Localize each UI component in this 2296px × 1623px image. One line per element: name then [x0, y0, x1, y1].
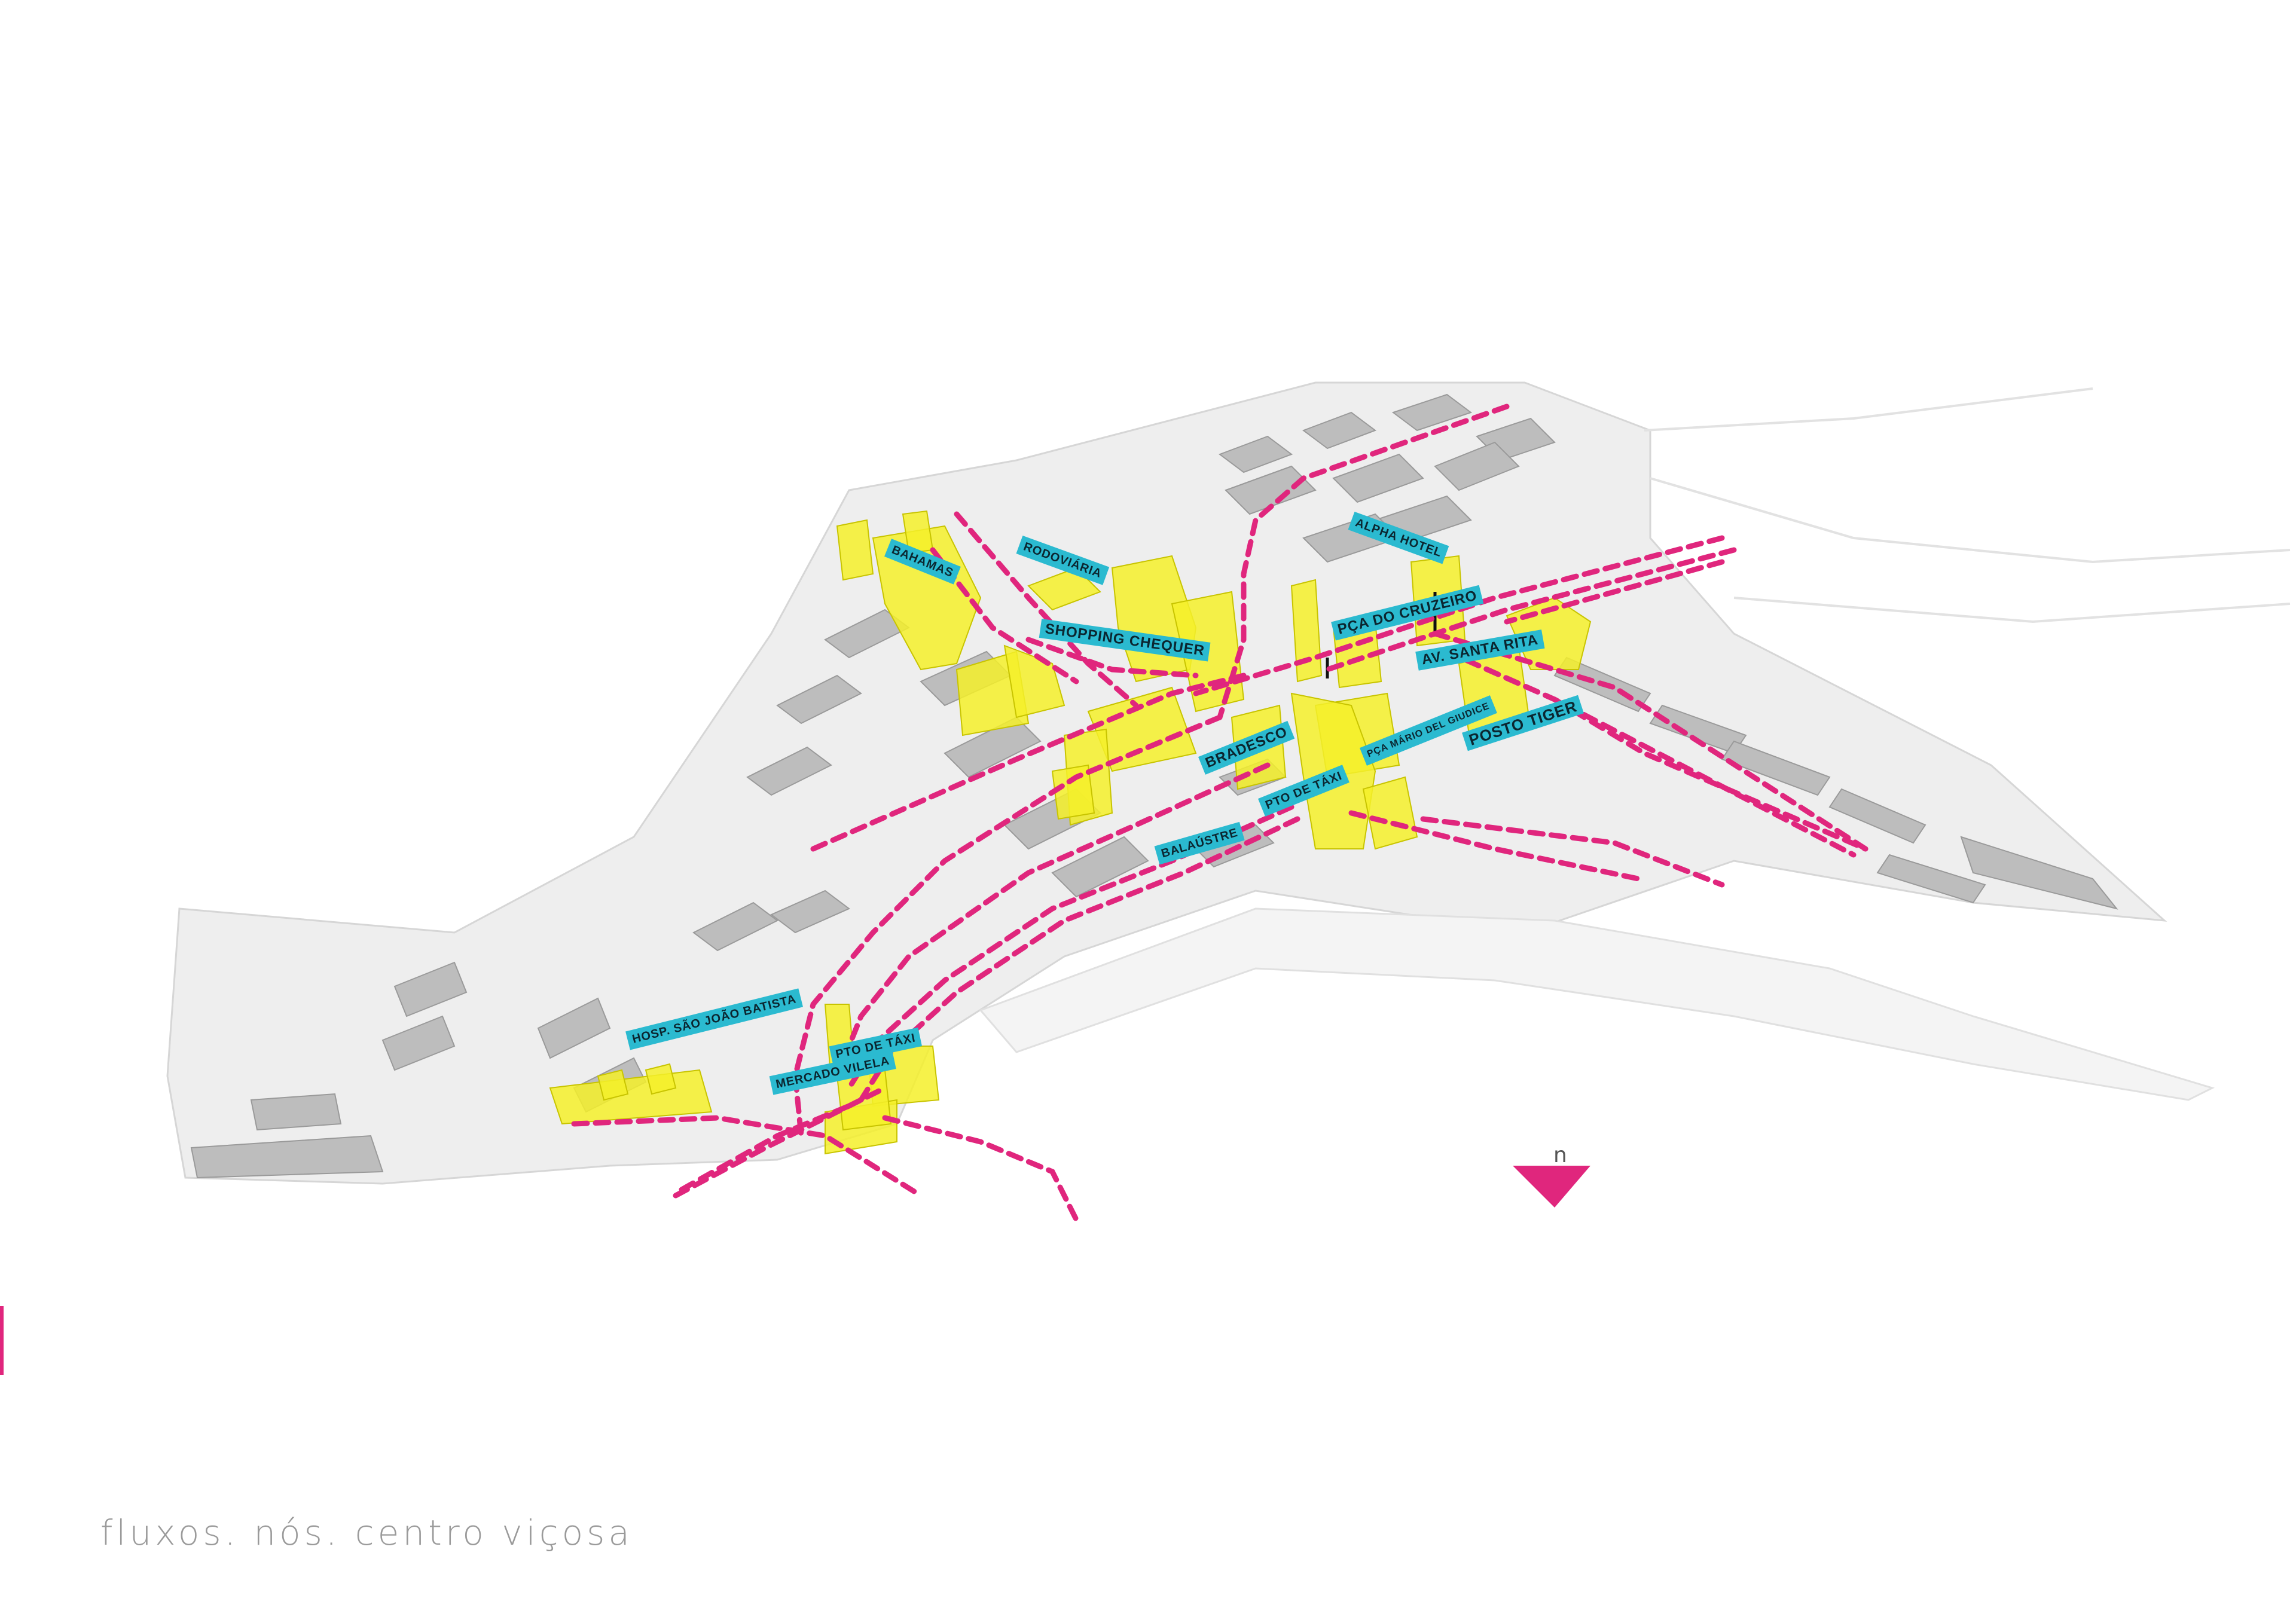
ground-layer — [166, 381, 2291, 1185]
flow-east-1 — [1193, 535, 1725, 696]
flow-shopping-in — [1025, 637, 1199, 678]
flow-cross-sw-2 — [679, 1103, 852, 1193]
southern-slope — [979, 907, 2215, 1101]
district-ground — [166, 381, 2167, 1185]
flow-east-3 — [1504, 559, 1725, 625]
flow-hospital — [571, 1115, 924, 1199]
flow-east-2 — [1324, 547, 1737, 673]
rodoviaria-block — [1027, 567, 1101, 611]
side-accent-bar — [0, 1306, 4, 1375]
flow-south-east-2 — [1420, 816, 1725, 888]
flow-south-east-1 — [1348, 810, 1641, 882]
central-blocks — [955, 644, 1197, 826]
map-caption: fluxos. nós. centro viçosa — [100, 1512, 633, 1553]
hospital-block — [549, 1063, 713, 1125]
north-arrow — [1513, 1166, 1590, 1208]
north-letter: n — [1553, 1143, 1567, 1167]
flow-west-diagonal — [810, 673, 1247, 852]
flow-north-main — [1217, 404, 1510, 720]
flow-main-spine-2 — [834, 762, 1271, 1079]
eastern-road — [1644, 387, 2291, 623]
flow-south — [882, 1115, 1079, 1222]
flow-posto-tiger — [1552, 696, 1868, 852]
